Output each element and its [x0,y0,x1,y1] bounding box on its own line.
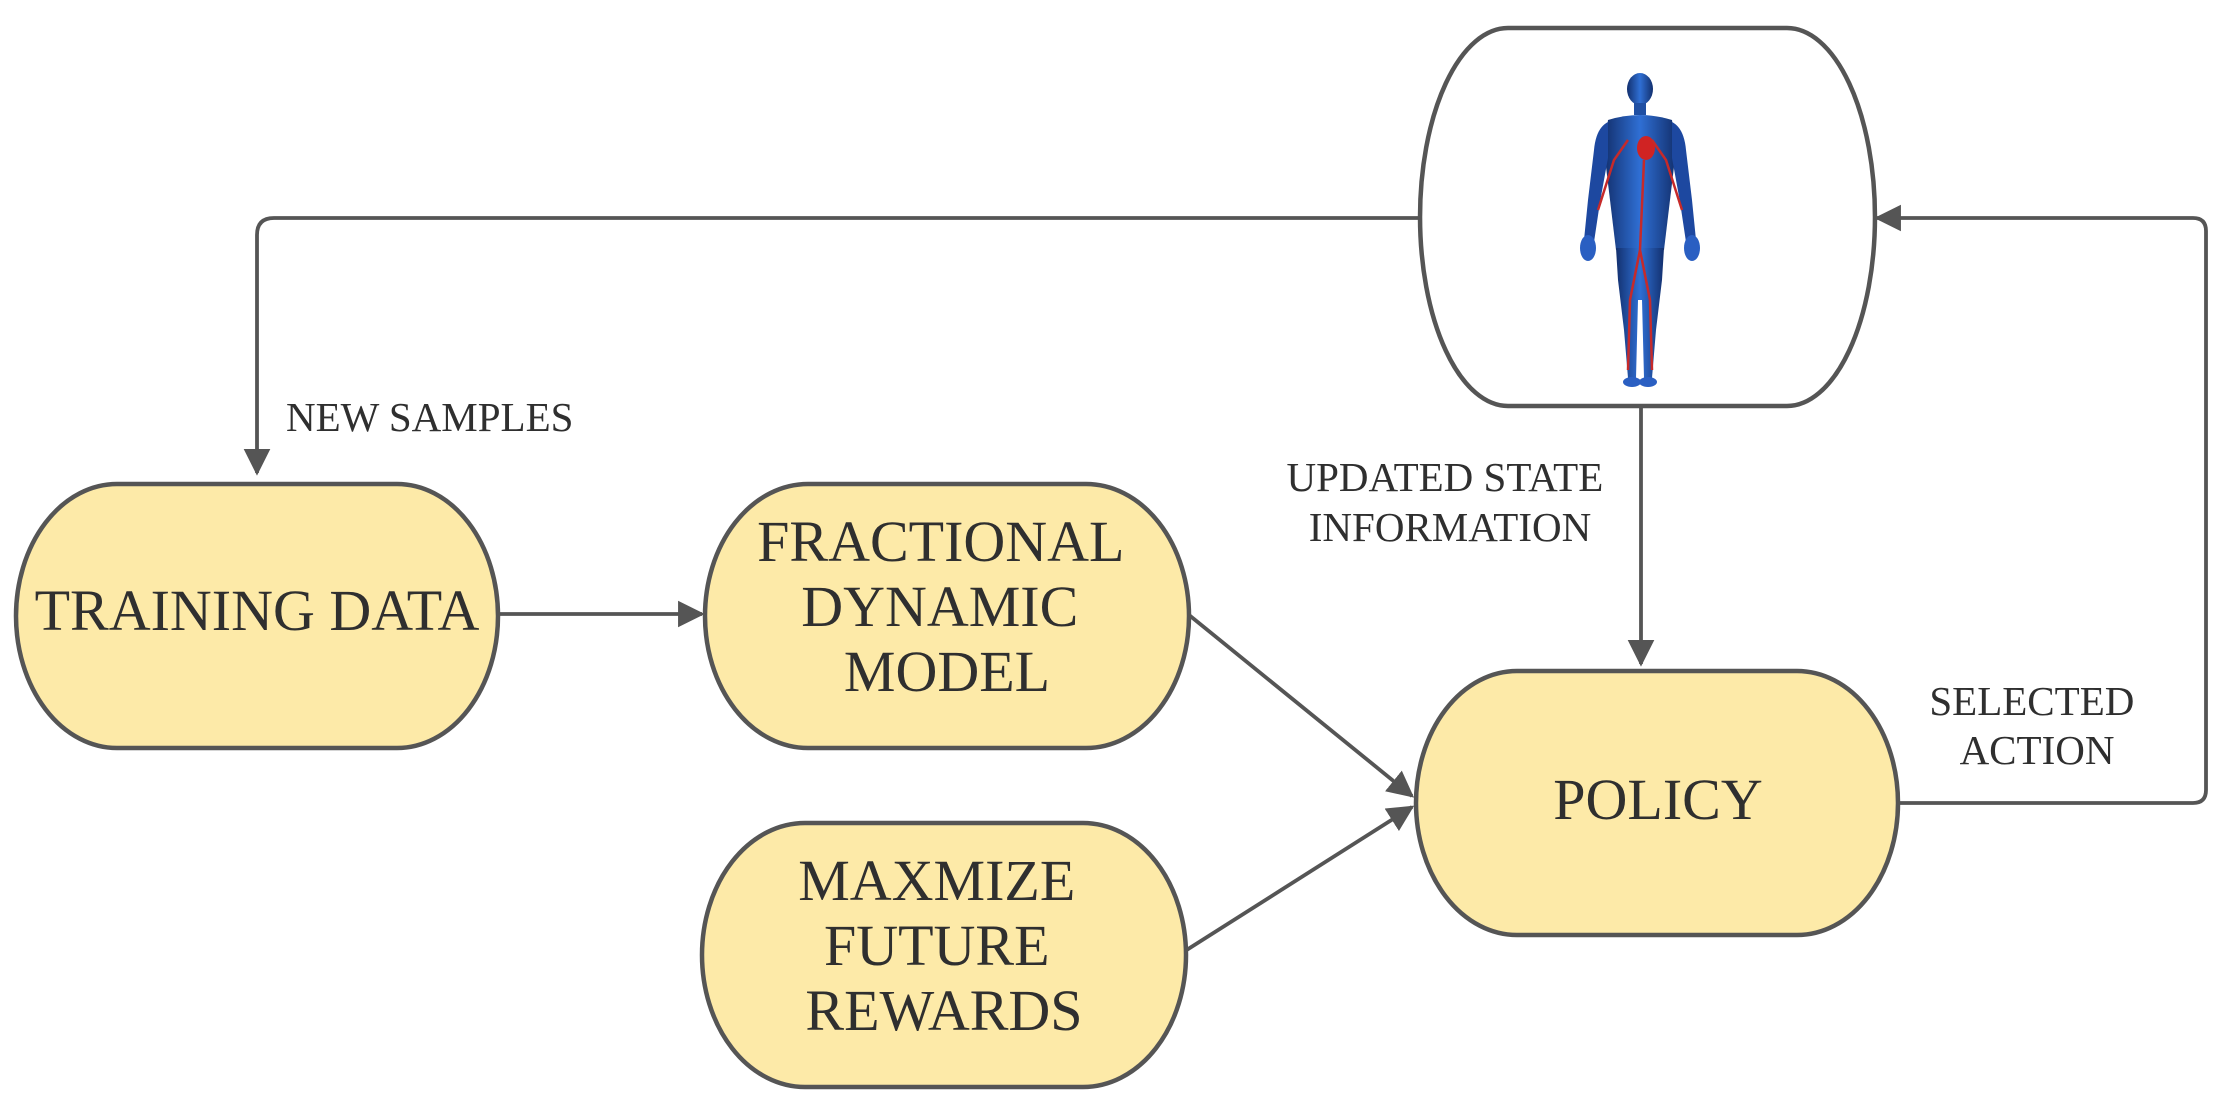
nodes: TRAINING DATA FRACTIONAL DYNAMIC MODEL M… [13,25,1901,1090]
selected-action-label: SELECTED ACTION [1929,678,2144,773]
updated-state-line-2: INFORMATION [1309,504,1591,550]
fractional-model-line-1: FRACTIONAL [757,509,1122,574]
patient-node [1417,25,1878,409]
fractional-model-shape [702,481,1192,751]
edge-rewards-to-policy [1183,805,1415,953]
training-data-label: TRAINING DATA [35,578,480,643]
maximize-rewards-shape [699,820,1189,1090]
policy-line-1: POLICY [1553,767,1762,832]
maximize-rewards-line-3: REWARDS [805,978,1082,1043]
training-data-shape [13,481,501,751]
policy-shape [1413,668,1901,938]
maximize-rewards-label: MAXMIZE FUTURE REWARDS [798,848,1090,1043]
fractional-model-label: FRACTIONAL DYNAMIC MODEL [757,509,1137,704]
edge-labels: NEW SAMPLES UPDATED STATE INFORMATION SE… [286,394,2144,773]
selected-action-line-1: SELECTED [1929,678,2134,724]
edge-policy-to-patient [1874,204,2208,805]
maximize-rewards-node: MAXMIZE FUTURE REWARDS [699,820,1189,1090]
new-samples-line-1: NEW SAMPLES [286,394,573,440]
fractional-model-line-2: DYNAMIC [801,574,1078,639]
human-body-icon [1580,73,1700,387]
maximize-rewards-line-2: FUTURE [824,913,1050,978]
edge-model-to-policy [1187,613,1415,798]
training-data-node: TRAINING DATA [13,481,501,751]
maximize-rewards-line-1: MAXMIZE [798,848,1075,913]
policy-node: POLICY [1413,668,1901,938]
fractional-model-node: FRACTIONAL DYNAMIC MODEL [702,481,1192,751]
updated-state-label: UPDATED STATE INFORMATION [1287,454,1614,550]
fractional-model-line-3: MODEL [844,639,1050,704]
selected-action-line-2: ACTION [1960,727,2115,773]
training-data-line-1: TRAINING DATA [35,578,480,643]
new-samples-label: NEW SAMPLES [286,394,573,440]
edges [243,204,2208,953]
edge-patient-to-training [243,216,1418,476]
policy-label: POLICY [1553,767,1762,832]
updated-state-line-1: UPDATED STATE [1287,454,1604,500]
